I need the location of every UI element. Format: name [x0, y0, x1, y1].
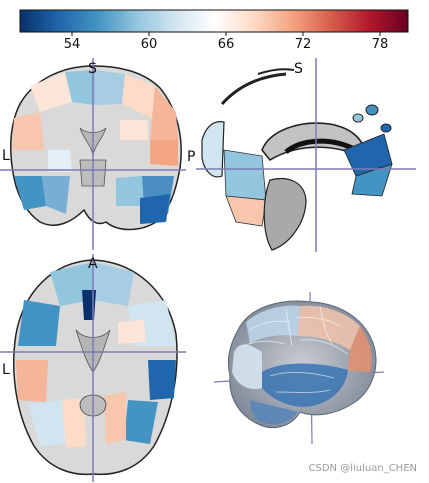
colorbar-tick-label: 66 — [218, 37, 235, 52]
surface-region — [246, 305, 300, 344]
surface-gyri — [243, 305, 349, 393]
axial-region — [50, 262, 93, 306]
sagittal-top-arc — [257, 68, 295, 75]
sagittal-region — [223, 149, 267, 201]
axial-region — [16, 360, 48, 402]
sagittal-cerebellum — [263, 178, 307, 251]
axial-view: A L — [0, 254, 186, 482]
coronal-label-top: S — [88, 61, 97, 77]
axial-label-top: A — [88, 256, 98, 272]
coronal-view: S L — [0, 58, 186, 250]
sagittal-region — [225, 195, 267, 227]
sagittal-label-left: P — [187, 149, 195, 165]
axial-region — [124, 400, 158, 444]
axial-region — [62, 398, 86, 448]
surface-region — [298, 305, 360, 350]
axial-label-left: L — [2, 362, 10, 378]
coronal-region — [140, 194, 170, 224]
colorbar-tick-label: 54 — [64, 37, 81, 52]
sagittal-label-top: S — [294, 61, 303, 77]
coronal-label-left: L — [2, 148, 10, 164]
surface-region — [232, 344, 262, 390]
coronal-region — [120, 120, 148, 140]
coronal-region — [48, 150, 72, 172]
colorbar-ticks: 54 60 66 72 78 — [64, 32, 389, 52]
coronal-region — [12, 112, 44, 150]
colorbar: 54 60 66 72 78 — [19, 9, 409, 52]
watermark: CSDN @liuluan_CHEN — [308, 463, 417, 474]
colorbar-tick-label: 72 — [295, 37, 312, 52]
surface-region — [348, 326, 372, 372]
surface-region — [262, 363, 348, 407]
axial-region — [28, 400, 66, 446]
coronal-region — [122, 74, 155, 118]
axial-region — [104, 392, 126, 444]
axial-region — [148, 360, 176, 400]
sagittal-view: S P — [187, 58, 416, 252]
sagittal-blob — [380, 123, 392, 133]
axial-region — [93, 262, 134, 306]
sagittal-region — [351, 163, 393, 197]
axial-region — [118, 320, 146, 344]
surface-3d-view — [213, 291, 385, 445]
sagittal-blob — [352, 113, 364, 123]
axial-region — [82, 290, 96, 320]
coronal-region — [14, 176, 46, 210]
colorbar-bar — [19, 9, 409, 33]
sagittal-frontal-region — [201, 121, 225, 178]
coronal-region — [150, 86, 178, 140]
surface-region — [250, 400, 298, 425]
sagittal-blob — [365, 104, 379, 116]
coronal-region — [150, 140, 178, 166]
colorbar-tick-label: 78 — [372, 37, 389, 52]
coronal-region — [65, 70, 95, 105]
colorbar-tick-label: 60 — [141, 37, 158, 52]
sagittal-top-arc — [220, 72, 287, 106]
coronal-region — [116, 176, 144, 206]
coronal-region — [95, 70, 125, 105]
axial-region — [18, 300, 60, 346]
coronal-region — [42, 176, 70, 214]
coronal-region — [30, 72, 72, 112]
